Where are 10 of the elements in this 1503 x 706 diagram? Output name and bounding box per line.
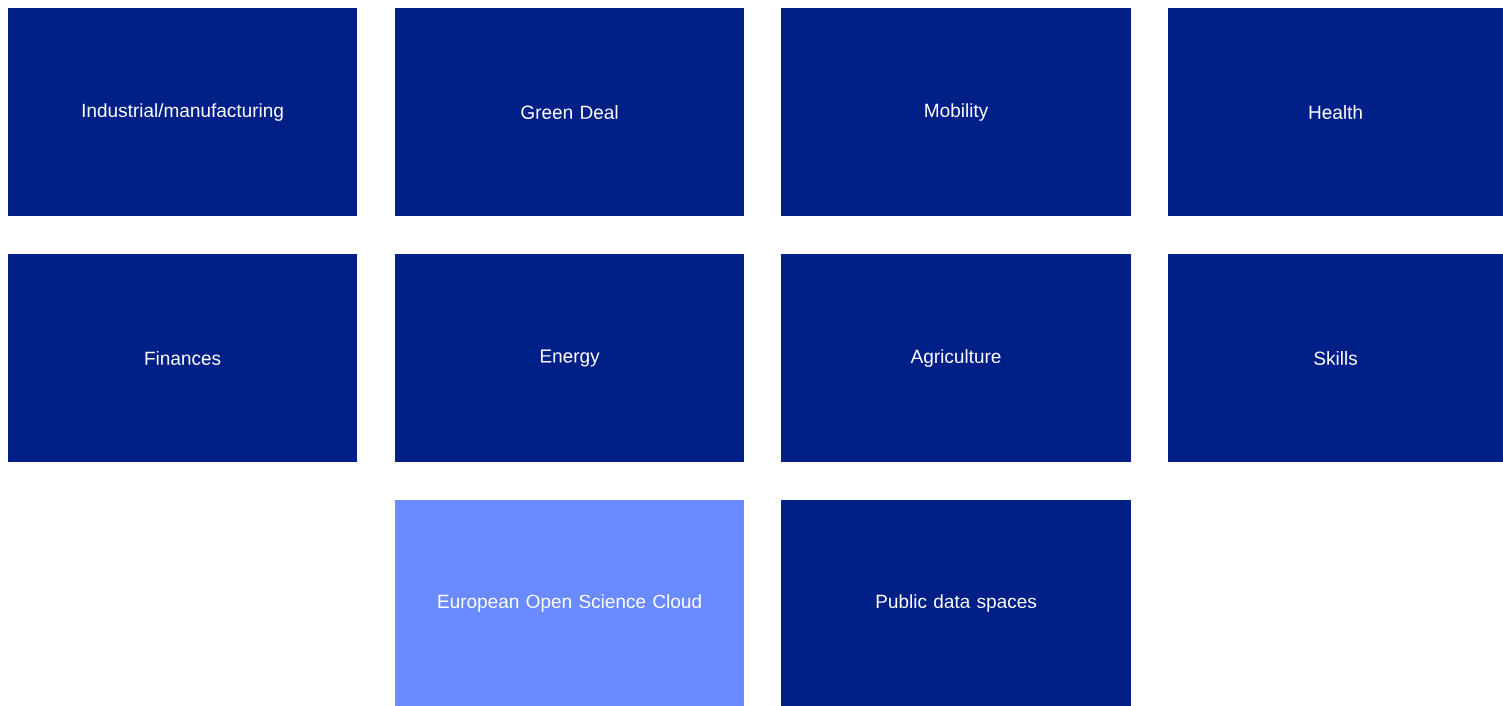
topic-box: Finances (8, 254, 357, 462)
topic-box: Health (1168, 8, 1503, 216)
topic-box: Industrial/manufacturing (8, 8, 357, 216)
topic-box: Skills (1168, 254, 1503, 462)
topic-box: Energy (395, 254, 744, 462)
topic-box: Green Deal (395, 8, 744, 216)
topic-box: Public data spaces (781, 500, 1131, 706)
topic-box: Agriculture (781, 254, 1131, 462)
topic-box: Mobility (781, 8, 1131, 216)
topic-box: European Open Science Cloud (395, 500, 744, 706)
